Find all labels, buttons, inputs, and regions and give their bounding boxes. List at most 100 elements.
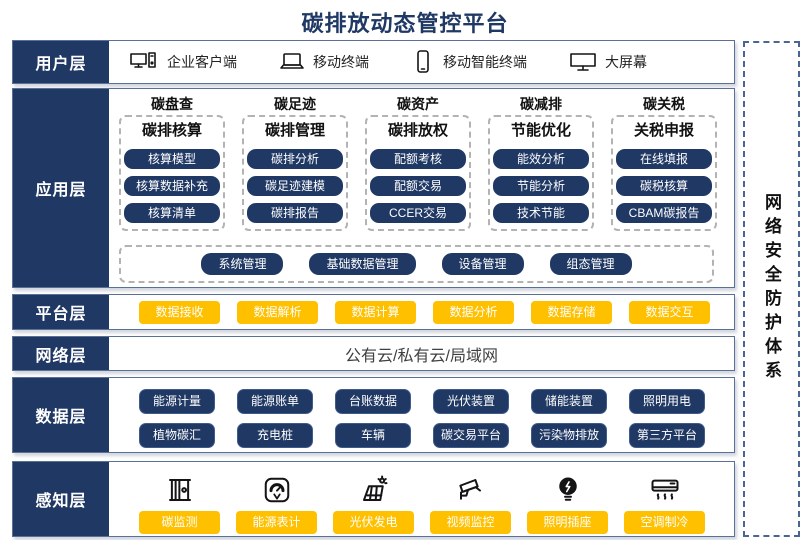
- layer-label-data: 数据层: [13, 378, 109, 452]
- energy-meter-icon: [262, 468, 292, 505]
- data-chip: 第三方平台: [629, 423, 705, 448]
- app-column-title: 碳排放权: [387, 122, 448, 139]
- app-column-box: 碳排放权 配额考核 配额交易 CCER交易: [365, 115, 471, 231]
- layer-label-perception: 感知层: [13, 462, 109, 536]
- app-column-carbon-asset: 碳资产 碳排放权 配额考核 配额交易 CCER交易: [365, 95, 471, 231]
- user-item-label: 移动智能终端: [443, 54, 527, 70]
- app-chip: 能效分析: [493, 149, 589, 169]
- perception-layer-content: 碳监测 能源表计 光伏发电: [109, 462, 734, 536]
- page-title: 碳排放动态管控平台: [301, 11, 509, 36]
- app-column-carbon-footprint: 碳足迹 碳排管理 碳排分析 碳足迹建模 碳排报告: [242, 95, 348, 231]
- perception-chip: 视频监控: [430, 511, 511, 534]
- network-layer-content: 公有云/私有云/局域网: [109, 337, 734, 370]
- app-common-chip: 组态管理: [549, 253, 632, 275]
- app-column-title: 碳排管理: [264, 122, 325, 139]
- data-chip: 碳交易平台: [433, 423, 509, 448]
- data-chip: 能源账单: [237, 389, 313, 414]
- app-chip: 碳足迹建模: [247, 176, 343, 196]
- app-column-carbon-inventory: 碳盘查 碳排核算 核算模型 核算数据补充 核算清单: [119, 95, 225, 231]
- app-common-chip: 设备管理: [441, 253, 524, 275]
- platform-chip: 数据存储: [531, 300, 612, 324]
- app-column-box: 碳排管理 碳排分析 碳足迹建模 碳排报告: [242, 115, 348, 231]
- app-column-header: 碳盘查: [151, 96, 193, 112]
- app-column-header: 碳减排: [520, 96, 562, 112]
- network-cloud-text: 公有云/私有云/局域网: [345, 347, 498, 365]
- app-column-header: 碳关税: [643, 96, 685, 112]
- data-layer-content: 能源计量 能源账单 台账数据 光伏装置 储能装置 照明用电 植物碳汇 充电桩 车…: [109, 378, 734, 452]
- layer-row-application: 应用层 碳盘查 碳排核算 核算模型 核算数据补充 核算清单 碳足迹: [12, 88, 735, 288]
- platform-chip: 数据分析: [433, 300, 514, 324]
- app-common-modules-box: 系统管理 基础数据管理 设备管理 组态管理: [119, 245, 714, 283]
- user-layer-content: 企业客户端 移动终端 移动智能终端: [109, 41, 734, 83]
- app-chip: 核算模型: [124, 149, 220, 169]
- app-chip: 在线填报: [616, 149, 712, 169]
- data-chip: 储能装置: [531, 389, 607, 414]
- perception-item-lighting-socket: 照明插座: [527, 468, 608, 534]
- app-chip: CCER交易: [370, 203, 466, 223]
- data-chip: 充电桩: [237, 423, 313, 448]
- layer-label-application: 应用层: [13, 89, 109, 287]
- user-item-label: 企业客户端: [167, 54, 237, 70]
- user-item-enterprise-client: 企业客户端: [129, 50, 237, 74]
- big-screen-icon: [569, 50, 597, 74]
- carbon-monitor-icon: [165, 468, 195, 505]
- data-chip: 植物碳汇: [139, 423, 215, 448]
- layer-label-user: 用户层: [13, 41, 109, 83]
- perception-item-energy-meter: 能源表计: [236, 468, 317, 534]
- app-chip: 核算数据补充: [124, 176, 220, 196]
- perception-chip: 空调制冷: [624, 511, 705, 534]
- data-chip: 照明用电: [629, 389, 705, 414]
- app-chip: 核算清单: [124, 203, 220, 223]
- data-chip: 光伏装置: [433, 389, 509, 414]
- application-layer-content: 碳盘查 碳排核算 核算模型 核算数据补充 核算清单 碳足迹 碳排管理 碳排分析: [109, 89, 734, 287]
- perception-chip: 光伏发电: [333, 511, 414, 534]
- app-chip: 碳排报告: [247, 203, 343, 223]
- app-column-title: 关税申报: [633, 122, 694, 139]
- perception-chip: 碳监测: [139, 511, 220, 534]
- perception-item-video-surveillance: 视频监控: [430, 468, 511, 534]
- layer-row-data: 数据层 能源计量 能源账单 台账数据 光伏装置 储能装置 照明用电 植物碳汇 充…: [12, 377, 735, 453]
- app-chip: CBAM碳报告: [616, 203, 712, 223]
- platform-chip: 数据交互: [629, 300, 710, 324]
- air-conditioner-icon: [650, 468, 680, 505]
- app-common-chip: 基础数据管理: [309, 253, 416, 275]
- layer-label-network: 网络层: [13, 337, 109, 370]
- user-item-big-screen: 大屏幕: [569, 50, 647, 74]
- platform-chip: 数据计算: [335, 300, 416, 324]
- layer-label-platform: 平台层: [13, 295, 109, 329]
- app-column-carbon-reduction: 碳减排 节能优化 能效分析 节能分析 技术节能: [488, 95, 594, 231]
- solar-power-icon: [359, 468, 389, 505]
- app-column-title: 节能优化: [510, 122, 571, 139]
- security-panel: 网络安全防护体系: [743, 41, 800, 537]
- app-column-box: 关税申报 在线填报 碳税核算 CBAM碳报告: [611, 115, 717, 231]
- user-item-label: 大屏幕: [605, 54, 647, 70]
- security-panel-label: 网络安全防护体系: [762, 193, 781, 385]
- user-item-label: 移动终端: [313, 54, 369, 70]
- layer-row-user: 用户层 企业客户端 移动终端: [12, 40, 735, 84]
- layer-row-perception: 感知层 碳监测 能源表计: [12, 461, 735, 537]
- smartphone-icon: [411, 49, 435, 75]
- layer-row-platform: 平台层 数据接收 数据解析 数据计算 数据分析 数据存储 数据交互: [12, 294, 735, 330]
- app-chip: 碳排分析: [247, 149, 343, 169]
- data-chip: 车辆: [335, 423, 411, 448]
- app-chip: 配额考核: [370, 149, 466, 169]
- app-chip: 节能分析: [493, 176, 589, 196]
- perception-chip: 能源表计: [236, 511, 317, 534]
- platform-chip: 数据解析: [237, 300, 318, 324]
- perception-item-solar-power: 光伏发电: [333, 468, 414, 534]
- app-column-box: 节能优化 能效分析 节能分析 技术节能: [488, 115, 594, 231]
- perception-item-carbon-monitor: 碳监测: [139, 468, 220, 534]
- app-chip: 碳税核算: [616, 176, 712, 196]
- platform-chip: 数据接收: [139, 300, 220, 324]
- desktop-pc-icon: [129, 50, 159, 74]
- app-column-carbon-tariff: 碳关税 关税申报 在线填报 碳税核算 CBAM碳报告: [611, 95, 717, 231]
- data-chip: 污染物排放: [531, 423, 607, 448]
- app-column-box: 碳排核算 核算模型 核算数据补充 核算清单: [119, 115, 225, 231]
- app-column-title: 碳排核算: [141, 122, 202, 139]
- data-chip: 台账数据: [335, 389, 411, 414]
- platform-layer-content: 数据接收 数据解析 数据计算 数据分析 数据存储 数据交互: [109, 295, 734, 329]
- app-column-header: 碳资产: [397, 96, 439, 112]
- app-common-chip: 系统管理: [201, 253, 284, 275]
- perception-item-air-conditioner: 空调制冷: [624, 468, 705, 534]
